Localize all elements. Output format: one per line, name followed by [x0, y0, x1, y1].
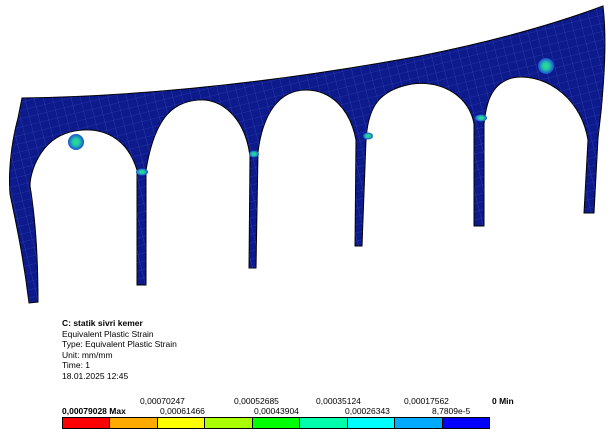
legend-top-label: 0,00017562 [404, 396, 449, 406]
result-name: Equivalent Plastic Strain [62, 328, 154, 339]
legend-swatch [63, 418, 111, 428]
legend-swatch [110, 418, 158, 428]
analysis-title: C: statik sivri kemer [62, 318, 143, 328]
legend-bottom-label: 8,7809e-5 [432, 406, 471, 416]
arch-structure [9, 5, 606, 304]
legend-swatch [442, 418, 489, 428]
strain-hotspot-pier-3 [363, 132, 373, 140]
strain-hotspot-left-arch [68, 134, 84, 150]
result-time: Time: 1 [62, 360, 91, 371]
legend-top-label: 0,00070247 [140, 396, 185, 406]
result-type: Type: Equivalent Plastic Strain [62, 339, 177, 350]
strain-hotspot-pier-4 [475, 114, 487, 122]
result-info-block: C: statik sivri kemer Equivalent Plastic… [62, 318, 177, 382]
result-timestamp: 18.01.2025 12:45 [62, 370, 129, 381]
legend-swatch [252, 418, 301, 428]
legend-bottom-label: 0,00043904 [254, 406, 299, 416]
strain-hotspot-right-arch [538, 58, 554, 74]
result-unit: Unit: mm/mm [62, 349, 113, 360]
arch-model-viewport [9, 5, 606, 304]
legend-swatch [347, 418, 396, 428]
legend-swatch [300, 418, 348, 428]
legend-color-bar [62, 417, 490, 429]
legend-swatch [205, 418, 253, 428]
legend-swatch [157, 418, 206, 428]
arch-mesh [9, 6, 605, 303]
legend-max-label: 0,00079028 Max [62, 406, 126, 416]
legend-top-label: 0,00052685 [234, 396, 279, 406]
legend-bottom-label: 0,00061466 [160, 406, 205, 416]
strain-hotspot-pier-1 [136, 168, 148, 176]
legend-swatch [395, 418, 443, 428]
legend-bottom-label: 0,00026343 [345, 406, 390, 416]
legend-min-label: 0 Min [492, 396, 514, 406]
strain-hotspot-pier-2 [249, 150, 259, 158]
legend-top-label: 0,00035124 [316, 396, 361, 406]
